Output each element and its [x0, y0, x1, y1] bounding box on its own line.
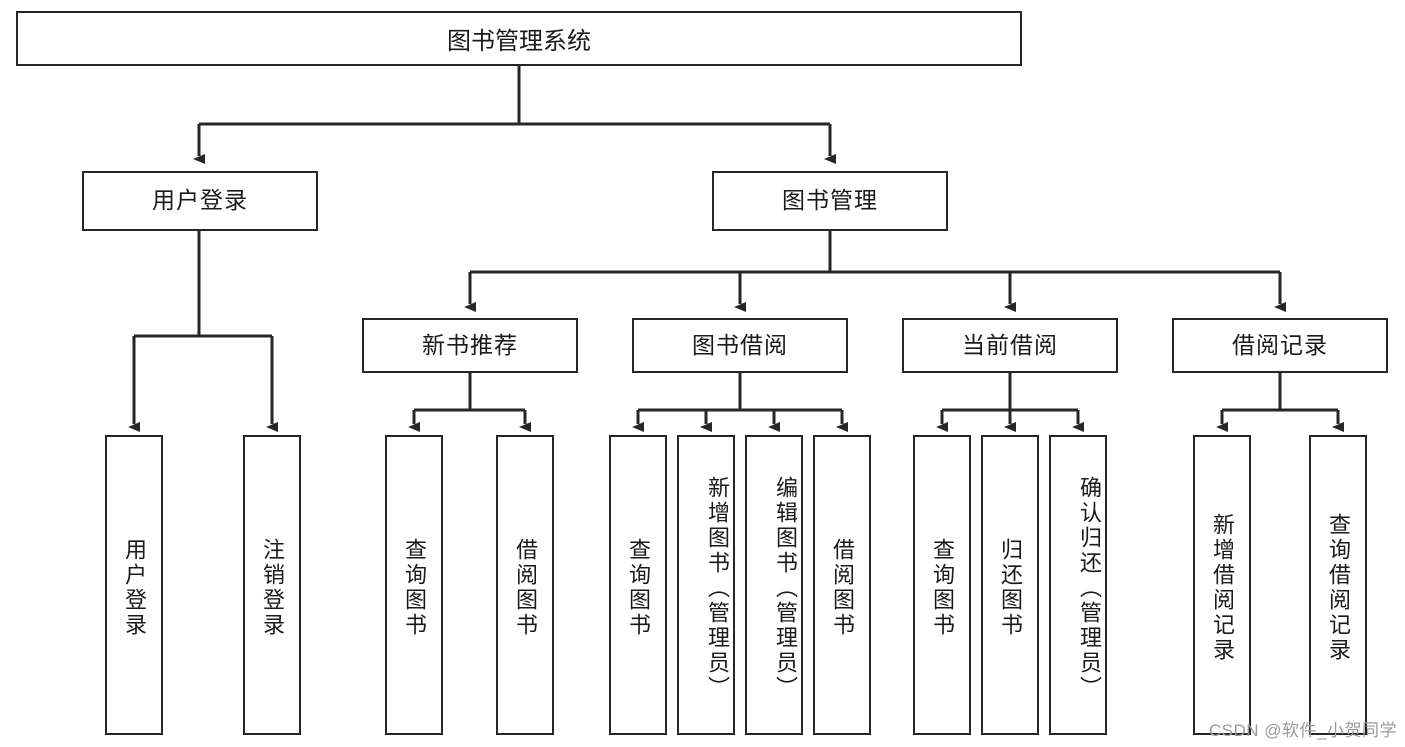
node-book-borrow[interactable]: 图书借阅	[632, 318, 848, 373]
node-label: 借阅记录	[1232, 331, 1328, 358]
node-label: 当前借阅	[962, 331, 1058, 358]
node-label: 归还图书	[998, 538, 1023, 638]
leaf-current-borrow-confirm-return-admin[interactable]: 确认归还（管理员）	[1049, 435, 1107, 735]
node-label: 查询图书	[626, 538, 651, 638]
node-label: 新增图书（管理员）	[705, 475, 730, 701]
node-label: 新书推荐	[422, 331, 518, 358]
node-label: 确认归还（管理员）	[1077, 475, 1102, 701]
watermark-text: CSDN @软件_小贺同学	[1208, 721, 1397, 740]
node-root-book-management-system[interactable]: 图书管理系统	[16, 11, 1022, 66]
node-label: 用户登录	[152, 187, 248, 214]
leaf-user-login-logout[interactable]: 注销登录	[243, 435, 301, 735]
node-label: 图书管理系统	[447, 28, 591, 55]
node-user-login[interactable]: 用户登录	[82, 171, 318, 231]
node-label: 新增借阅记录	[1210, 513, 1235, 663]
node-label: 注销登录	[260, 538, 285, 638]
leaf-new-book-borrow-book[interactable]: 借阅图书	[496, 435, 554, 735]
node-label: 用户登录	[122, 538, 147, 638]
node-new-book-recommend[interactable]: 新书推荐	[362, 318, 578, 373]
node-current-borrow[interactable]: 当前借阅	[902, 318, 1118, 373]
node-book-management[interactable]: 图书管理	[712, 171, 948, 231]
node-label: 查询借阅记录	[1326, 513, 1351, 663]
leaf-user-login-login[interactable]: 用户登录	[105, 435, 163, 735]
node-borrow-record[interactable]: 借阅记录	[1172, 318, 1388, 373]
leaf-book-borrow-borrow-book[interactable]: 借阅图书	[813, 435, 871, 735]
node-label: 查询图书	[930, 538, 955, 638]
node-label: 查询图书	[402, 538, 427, 638]
node-label: 借阅图书	[830, 538, 855, 638]
node-label: 借阅图书	[513, 538, 538, 638]
leaf-current-borrow-return-book[interactable]: 归还图书	[981, 435, 1039, 735]
leaf-book-borrow-edit-book-admin[interactable]: 编辑图书（管理员）	[745, 435, 803, 735]
leaf-borrow-record-add-record[interactable]: 新增借阅记录	[1193, 435, 1251, 735]
node-label: 图书借阅	[692, 331, 788, 358]
leaf-borrow-record-query-record[interactable]: 查询借阅记录	[1309, 435, 1367, 735]
node-label: 图书管理	[782, 187, 878, 214]
leaf-current-borrow-query-book[interactable]: 查询图书	[913, 435, 971, 735]
leaf-book-borrow-query-book[interactable]: 查询图书	[609, 435, 667, 735]
leaf-book-borrow-add-book-admin[interactable]: 新增图书（管理员）	[677, 435, 735, 735]
leaf-new-book-query-book[interactable]: 查询图书	[385, 435, 443, 735]
node-label: 编辑图书（管理员）	[773, 475, 798, 701]
